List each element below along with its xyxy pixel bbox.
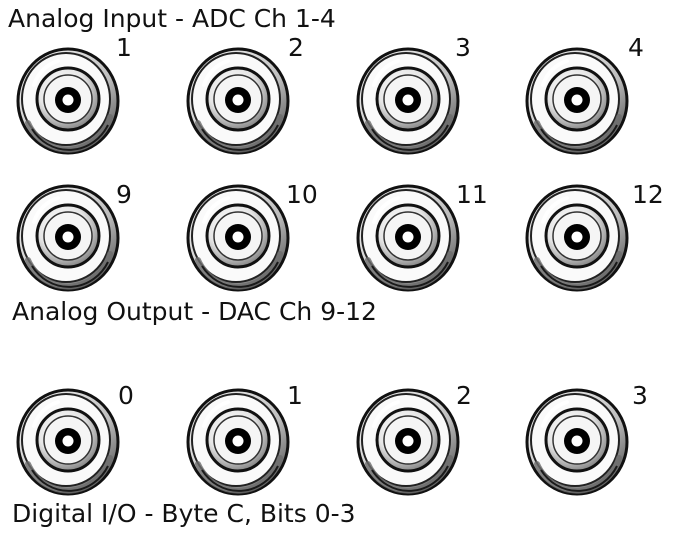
dio-bit0-number: 0 bbox=[118, 381, 134, 410]
dio-bit3-bnc-connector-icon[interactable] bbox=[521, 386, 633, 498]
dio-bit0-bnc-connector-icon[interactable] bbox=[12, 386, 124, 498]
dac-ch9-number: 9 bbox=[116, 180, 132, 209]
adc-ch2-number: 2 bbox=[288, 33, 304, 62]
dac-ch11-number: 11 bbox=[456, 180, 488, 209]
dio-bit1-bnc-connector-icon[interactable] bbox=[182, 386, 294, 498]
dac-ch9-bnc-connector-icon[interactable] bbox=[12, 182, 124, 294]
dac-ch12-bnc-connector-icon[interactable] bbox=[521, 182, 633, 294]
dac-ch10-number: 10 bbox=[286, 180, 318, 209]
adc-ch4-bnc-connector-icon[interactable] bbox=[521, 45, 633, 157]
dac-ch12-number: 12 bbox=[632, 180, 664, 209]
dio-bit2-bnc-connector-icon[interactable] bbox=[352, 386, 464, 498]
adc-ch4-number: 4 bbox=[628, 33, 644, 62]
adc-ch3-number: 3 bbox=[455, 33, 471, 62]
adc-ch1-number: 1 bbox=[116, 33, 132, 62]
adc-ch3-bnc-connector-icon[interactable] bbox=[352, 45, 464, 157]
analog-input-label: Analog Input - ADC Ch 1-4 bbox=[8, 4, 336, 33]
dac-ch11-bnc-connector-icon[interactable] bbox=[352, 182, 464, 294]
dio-bit3-number: 3 bbox=[632, 381, 648, 410]
adc-ch2-bnc-connector-icon[interactable] bbox=[182, 45, 294, 157]
adc-ch1-bnc-connector-icon[interactable] bbox=[12, 45, 124, 157]
dio-bit2-number: 2 bbox=[456, 381, 472, 410]
analog-output-label: Analog Output - DAC Ch 9-12 bbox=[12, 297, 377, 326]
dac-ch10-bnc-connector-icon[interactable] bbox=[182, 182, 294, 294]
dio-bit1-number: 1 bbox=[287, 381, 303, 410]
digital-io-label: Digital I/O - Byte C, Bits 0-3 bbox=[12, 499, 356, 528]
